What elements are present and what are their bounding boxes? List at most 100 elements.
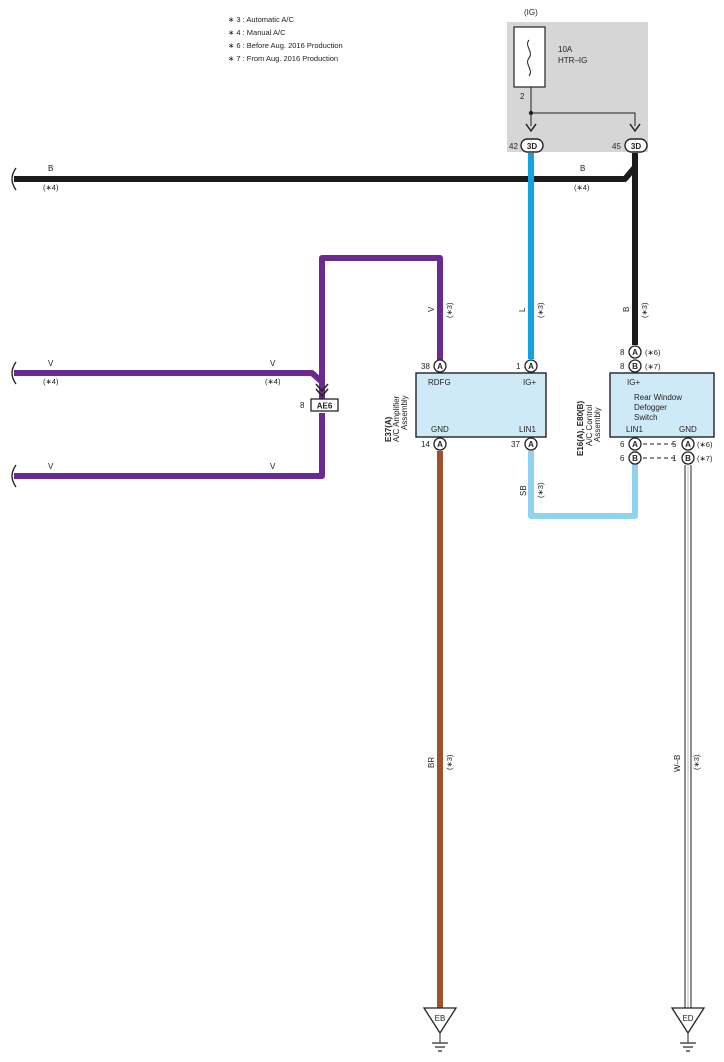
pin-circle bbox=[524, 437, 538, 451]
pin-circle bbox=[681, 451, 695, 465]
fuse-icon bbox=[527, 39, 531, 77]
ctrl-gnd-note6: (∗6) bbox=[697, 440, 713, 449]
fuse-pin: 2 bbox=[520, 92, 525, 101]
ctrl-lin-pin-a: 6 bbox=[620, 440, 625, 449]
note-4: ∗ 4 : Manual A/C bbox=[228, 28, 286, 37]
wire-note-b-right: (∗4) bbox=[574, 183, 590, 192]
connector-3d-right-pin: 45 bbox=[612, 142, 621, 151]
wire-label-b-down: B bbox=[622, 307, 631, 312]
amp-rdfg: RDFG bbox=[428, 378, 451, 387]
ground-eb-label: EB bbox=[435, 1014, 446, 1023]
ground-triangle-icon bbox=[670, 1007, 706, 1035]
chevron-down-icon bbox=[629, 123, 641, 133]
ae6-pin: 8 bbox=[300, 401, 305, 410]
connector-3d-right bbox=[624, 138, 648, 153]
connector-3d-left-label: 3D bbox=[527, 142, 537, 151]
amp-id: E37(A) bbox=[384, 416, 393, 442]
chevron-down-icon bbox=[525, 123, 537, 133]
wire-label-v1-a: V bbox=[48, 359, 54, 368]
amp-igp: IG+ bbox=[523, 378, 536, 387]
wire-label-b-left: B bbox=[48, 164, 53, 173]
wire-note-l: (∗3) bbox=[536, 302, 545, 318]
ctrl-sub2: Defogger bbox=[634, 403, 667, 412]
fuse-name: HTR–IG bbox=[558, 56, 587, 65]
wire-note-sb: (∗3) bbox=[536, 482, 545, 498]
note-3: ∗ 3 : Automatic A/C bbox=[228, 15, 294, 24]
amp-conn-gnd: A bbox=[437, 440, 443, 449]
wire-v-row2 bbox=[14, 413, 325, 479]
ctrl-gnd-note7: (∗7) bbox=[697, 454, 713, 463]
ctrl-gnd-pin-b: 1 bbox=[672, 454, 677, 463]
note-7: ∗ 7 : From Aug. 2016 Production bbox=[228, 54, 338, 63]
wire-label-l: L bbox=[518, 307, 527, 312]
ctrl-gnd-conn-b: B bbox=[685, 454, 691, 463]
ctrl-id: E16(A), E80(B) bbox=[576, 401, 585, 456]
wire-label-wb: W–B bbox=[673, 755, 682, 772]
ctrl-gnd-conn-a: A bbox=[685, 440, 691, 449]
ground-triangle-icon bbox=[422, 1007, 458, 1035]
ctrl-igp-note7: (∗7) bbox=[645, 362, 661, 371]
connector-3d-right-label: 3D bbox=[631, 142, 641, 151]
wire-label-br: BR bbox=[427, 757, 436, 768]
wire-note-wb: (∗3) bbox=[692, 754, 701, 770]
wire-b-horizontal bbox=[14, 165, 638, 182]
wire-label-sb: SB bbox=[519, 485, 528, 496]
notes-legend: ∗ 3 : Automatic A/C ∗ 4 : Manual A/C ∗ 6… bbox=[228, 15, 343, 63]
fuse-rating: 10A bbox=[558, 45, 573, 54]
wire-labels: B (∗4) B (∗4) L (∗3) B (∗3) V (∗3) V (∗4… bbox=[43, 164, 701, 772]
ctrl-gnd: GND bbox=[679, 425, 697, 434]
wire-sb bbox=[528, 451, 638, 519]
ground-ed: ED bbox=[670, 1007, 706, 1052]
fuse-branch bbox=[531, 112, 636, 126]
amp-conn-rdfg: A bbox=[437, 362, 443, 371]
wire-label-b-right: B bbox=[580, 164, 585, 173]
pin-circle bbox=[628, 437, 642, 451]
wire-note-b-left: (∗4) bbox=[43, 183, 59, 192]
ac-control: IG+ Rear Window Defogger Switch LIN1 GND… bbox=[576, 345, 715, 465]
amp-conn-igp: A bbox=[528, 362, 534, 371]
wire-break-icon bbox=[11, 167, 17, 191]
wire-v-top bbox=[319, 255, 443, 399]
connector-3d-left-pin: 42 bbox=[509, 142, 518, 151]
ctrl-igp-conn-a: A bbox=[632, 348, 638, 357]
amplifier-box bbox=[415, 372, 547, 438]
pin-circle bbox=[681, 437, 695, 451]
junction-3d: 3D 42 3D 45 bbox=[509, 138, 648, 153]
ae6-box bbox=[310, 398, 339, 412]
wire-label-v2-b: V bbox=[270, 462, 276, 471]
ae6-label: AE6 bbox=[317, 402, 333, 411]
pin-circle bbox=[628, 359, 642, 373]
ctrl-gnd-pin-a: 5 bbox=[672, 440, 677, 449]
fuse-box: (IG) 10A HTR–IG 2 bbox=[507, 8, 648, 152]
wire-label-v2-a: V bbox=[48, 462, 54, 471]
wire-label-v-top: V bbox=[427, 306, 436, 312]
control-box bbox=[609, 372, 715, 438]
pin-circle bbox=[628, 451, 642, 465]
amp-conn-lin1: A bbox=[528, 440, 534, 449]
wire-note-v1-a: (∗4) bbox=[43, 377, 59, 386]
ctrl-igp-pin-a: 8 bbox=[620, 348, 625, 357]
amp-pin-lin1: 37 bbox=[511, 440, 520, 449]
ground-eb: EB bbox=[422, 1007, 458, 1052]
wire-note-v-top: (∗3) bbox=[445, 302, 454, 318]
ctrl-lin1: LIN1 bbox=[626, 425, 643, 434]
ctrl-name-1: A/C Control bbox=[585, 404, 594, 446]
wire-note-v1-b: (∗4) bbox=[265, 377, 281, 386]
wire-label-v1-b: V bbox=[270, 359, 276, 368]
wire-break-icon bbox=[11, 464, 17, 488]
note-6: ∗ 6 : Before Aug. 2016 Production bbox=[228, 41, 343, 50]
ctrl-igp-conn-b: B bbox=[632, 362, 638, 371]
chevron-down-icon bbox=[315, 383, 329, 393]
amp-pin-igp: 1 bbox=[516, 362, 521, 371]
ctrl-name-2: Assembly bbox=[593, 407, 602, 442]
fuse-group-label: (IG) bbox=[524, 8, 538, 17]
connector-ae6: AE6 8 bbox=[300, 383, 339, 412]
wire-v-row1 bbox=[14, 370, 325, 385]
ac-amplifier: RDFG IG+ GND LIN1 E37(A) A/C Amplifier A… bbox=[384, 359, 547, 451]
wire-note-br: (∗3) bbox=[445, 754, 454, 770]
pin-circle bbox=[433, 437, 447, 451]
wire-break-icon bbox=[11, 361, 17, 385]
pin-circle bbox=[628, 345, 642, 359]
ctrl-igp-pin-b: 8 bbox=[620, 362, 625, 371]
